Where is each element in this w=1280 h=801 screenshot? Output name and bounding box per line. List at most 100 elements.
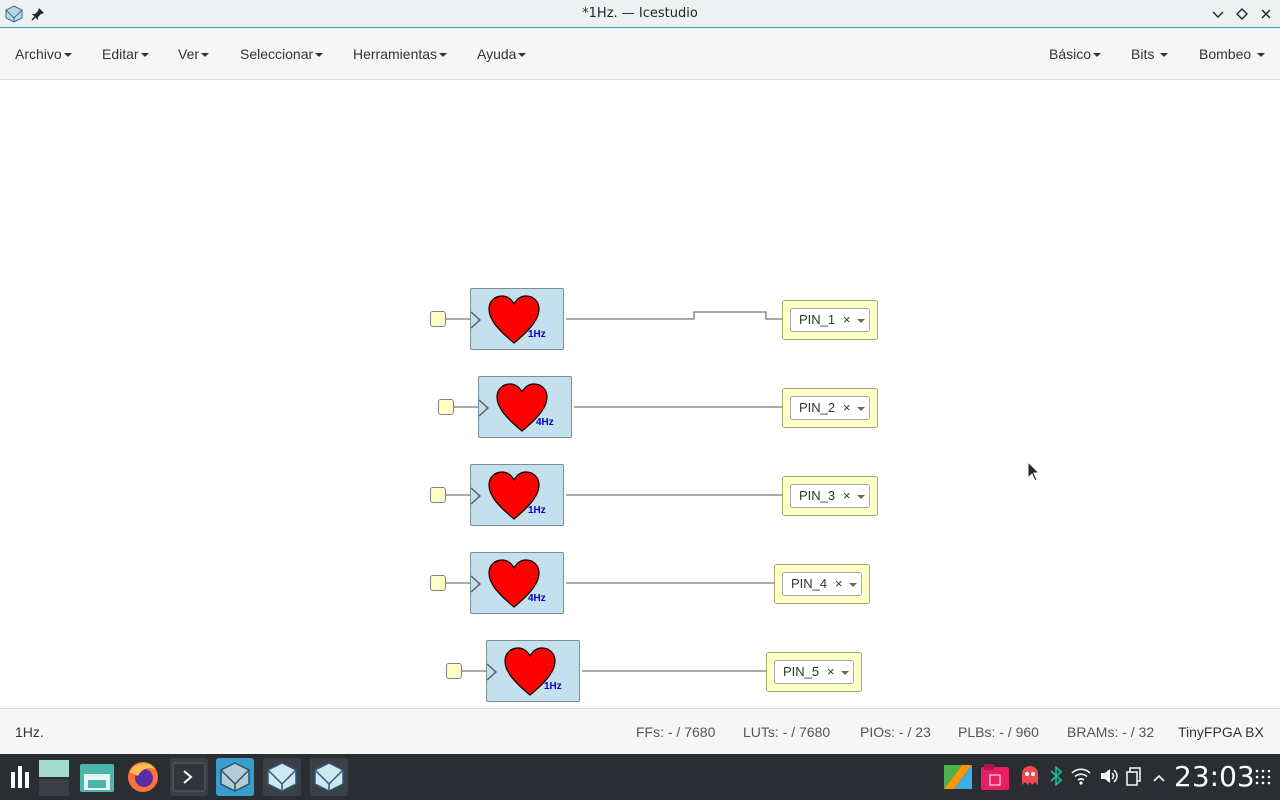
file-manager-icon[interactable]: [78, 758, 116, 796]
clock[interactable]: 23:03: [1174, 760, 1255, 793]
dropdown-arrow-icon[interactable]: [857, 407, 865, 411]
frequency-label: 1Hz: [544, 681, 562, 692]
menu-ayuda[interactable]: Ayuda: [477, 28, 527, 80]
output-pin-block[interactable]: PIN_3×: [782, 476, 878, 516]
wire-layer: [446, 311, 782, 672]
status-brams: BRAMs: - / 32: [1067, 724, 1155, 740]
frequency-label: 1Hz: [528, 329, 546, 340]
status-ffs: FFs: - / 7680: [636, 724, 716, 740]
pin-select[interactable]: PIN_3×: [790, 484, 870, 508]
menu-bits[interactable]: Bits: [1131, 28, 1169, 80]
clock-input-icon: [470, 575, 481, 593]
menu-bar: Archivo Editar Ver Seleccionar Herramien…: [0, 28, 1280, 80]
dropdown-arrow-icon[interactable]: [857, 495, 865, 499]
caret-down-icon: [1093, 53, 1102, 58]
heartbeat-block[interactable]: 4Hz: [470, 552, 564, 614]
grid-icon[interactable]: [1255, 769, 1271, 790]
clear-pin-icon[interactable]: ×: [843, 488, 851, 503]
output-pin-block[interactable]: PIN_2×: [782, 388, 878, 428]
caret-down-icon: [1257, 53, 1266, 58]
clock-input-icon: [486, 663, 497, 681]
dropdown-arrow-icon[interactable]: [849, 583, 857, 587]
status-file-name: 1Hz.: [15, 724, 44, 740]
caret-down-icon: [315, 53, 324, 58]
heartbeat-block[interactable]: 1Hz: [470, 288, 564, 350]
frequency-label: 4Hz: [528, 593, 546, 604]
clear-pin-icon[interactable]: ×: [835, 576, 843, 591]
bluetooth-icon[interactable]: [1049, 765, 1063, 791]
output-pin-block[interactable]: PIN_4×: [774, 564, 870, 604]
status-plbs: PLBs: - / 960: [958, 724, 1039, 740]
menu-bombeo[interactable]: Bombeo: [1199, 28, 1266, 80]
menu-basico[interactable]: Básico: [1049, 28, 1102, 80]
close-icon[interactable]: [1256, 4, 1276, 24]
icestudio-icon[interactable]: [263, 758, 301, 796]
menu-archivo[interactable]: Archivo: [15, 28, 72, 80]
pin-icon[interactable]: [30, 6, 46, 27]
heart-icon: [488, 295, 540, 344]
clear-pin-icon[interactable]: ×: [843, 400, 851, 415]
heartbeat-block[interactable]: 1Hz: [486, 640, 580, 702]
status-board[interactable]: TinyFPGA BX: [1178, 724, 1264, 740]
menu-editar[interactable]: Editar: [102, 28, 149, 80]
caret-down-icon: [140, 53, 149, 58]
chevron-up-icon[interactable]: [1152, 770, 1166, 788]
icestudio-icon[interactable]: [216, 758, 254, 796]
clear-pin-icon[interactable]: ×: [827, 664, 835, 679]
palette-icon[interactable]: [942, 763, 974, 796]
output-pin-block[interactable]: PIN_5×: [766, 652, 862, 692]
desktop-pager-icon[interactable]: [36, 758, 74, 796]
terminal-icon[interactable]: [170, 758, 208, 796]
taskbar: 23:03: [0, 754, 1280, 800]
heartbeat-block[interactable]: 1Hz: [470, 464, 564, 526]
menu-ver[interactable]: Ver: [178, 28, 210, 80]
minimize-icon[interactable]: [1208, 4, 1228, 24]
wire[interactable]: [566, 311, 782, 320]
dropdown-arrow-icon[interactable]: [841, 671, 849, 675]
clock-input-icon: [470, 487, 481, 505]
caret-down-icon: [518, 53, 527, 58]
frequency-label: 4Hz: [536, 417, 554, 428]
pin-select[interactable]: PIN_5×: [774, 660, 854, 684]
caret-down-icon: [1160, 53, 1169, 58]
heart-icon: [488, 559, 540, 608]
status-bar: 1Hz. FFs: - / 7680 LUTs: - / 7680 PIOs: …: [0, 708, 1280, 754]
wifi-icon[interactable]: [1071, 766, 1091, 791]
menu-seleccionar[interactable]: Seleccionar: [240, 28, 324, 80]
clipboard-icon[interactable]: [980, 763, 1010, 796]
ghost-icon[interactable]: [1020, 765, 1040, 792]
app-launcher-icon[interactable]: [2, 758, 40, 796]
caret-down-icon: [201, 53, 210, 58]
caret-down-icon: [439, 53, 448, 58]
maximize-icon[interactable]: [1232, 4, 1252, 24]
heart-icon: [488, 471, 540, 520]
window-title: *1Hz. — Icestudio: [582, 6, 698, 21]
heartbeat-block[interactable]: 4Hz: [478, 376, 572, 438]
icestudio-app-icon[interactable]: [4, 4, 24, 29]
clock-input-icon: [478, 399, 489, 417]
input-port[interactable]: [430, 575, 446, 591]
window-icon[interactable]: [1126, 766, 1142, 791]
frequency-label: 1Hz: [528, 505, 546, 516]
pin-select[interactable]: PIN_4×: [782, 572, 862, 596]
volume-icon[interactable]: [1099, 766, 1119, 791]
status-pios: PIOs: - / 23: [860, 724, 931, 740]
output-pin-block[interactable]: PIN_1×: [782, 300, 878, 340]
status-luts: LUTs: - / 7680: [743, 724, 831, 740]
input-port[interactable]: [430, 311, 446, 327]
input-port[interactable]: [438, 399, 454, 415]
pin-select[interactable]: PIN_2×: [790, 396, 870, 420]
clock-input-icon: [470, 311, 481, 329]
firefox-icon[interactable]: [124, 758, 162, 796]
dropdown-arrow-icon[interactable]: [857, 319, 865, 323]
input-port[interactable]: [430, 487, 446, 503]
design-canvas[interactable]: 1Hz 4Hz 1Hz 4Hz 1Hz PIN_1× PIN_2× PIN_3×…: [0, 80, 1280, 708]
menu-herramientas[interactable]: Herramientas: [353, 28, 448, 80]
heart-icon: [504, 647, 556, 696]
mouse-cursor-icon: [1027, 461, 1041, 482]
input-port[interactable]: [446, 663, 462, 679]
heart-icon: [496, 383, 548, 432]
icestudio-icon[interactable]: [310, 758, 348, 796]
pin-select[interactable]: PIN_1×: [790, 308, 870, 332]
clear-pin-icon[interactable]: ×: [843, 312, 851, 327]
